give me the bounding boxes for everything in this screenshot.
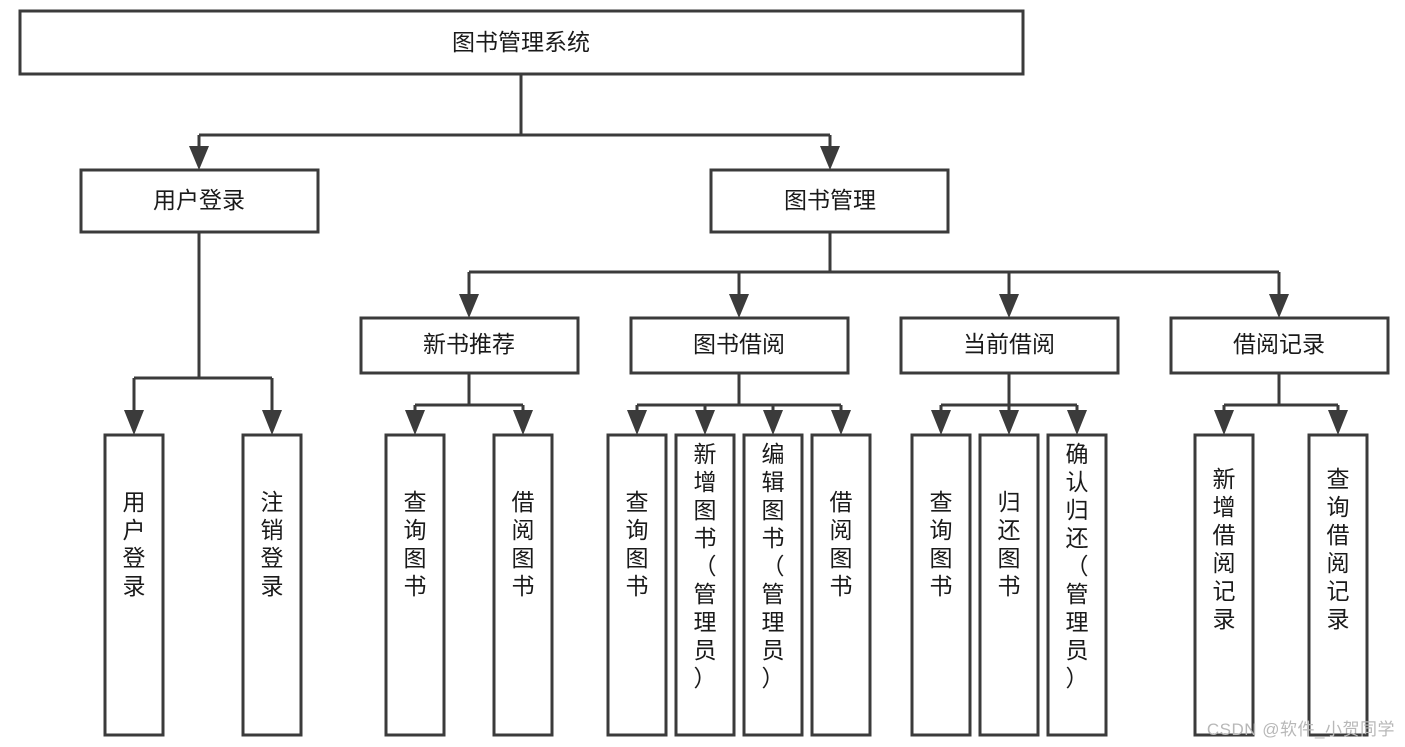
borrow-record-box[interactable] [1169, 316, 1390, 375]
arrow-to-leaf-8 [831, 410, 851, 435]
leaf-10-label: 归还图书 [998, 489, 1021, 599]
node-new-book-rec[interactable]: 新书推荐 [359, 316, 580, 375]
leaf-11-box[interactable] [1046, 433, 1108, 737]
leaf-4-label: 借阅图书 [512, 489, 535, 599]
arrow-to-leaf-5 [627, 410, 647, 435]
node-book-borrow[interactable]: 图书借阅 [629, 316, 850, 375]
csdn-watermark: CSDN @软件_小贺同学 [1206, 720, 1395, 739]
new-book-rec-label: 新书推荐 [423, 331, 515, 357]
new-book-rec-box[interactable] [359, 316, 580, 375]
node-leaf-3[interactable]: 查询图书 [384, 433, 446, 737]
arrow-to-leaf-1 [124, 410, 144, 435]
node-user-login[interactable]: 用户登录 [79, 168, 320, 234]
leaf-1-box[interactable] [103, 433, 165, 737]
arrow-to-leaf-12 [1214, 410, 1234, 435]
leaf-8-box[interactable] [810, 433, 872, 737]
user-login-box[interactable] [79, 168, 320, 234]
book-borrow-box[interactable] [629, 316, 850, 375]
current-borrow-label: 当前借阅 [963, 331, 1055, 357]
arrow-to-user-login [189, 146, 209, 170]
current-borrow-box[interactable] [899, 316, 1120, 375]
leaf-7-label: 编辑图书（管理员） [762, 441, 785, 691]
node-leaf-10[interactable]: 归还图书 [978, 433, 1040, 737]
node-borrow-record[interactable]: 借阅记录 [1169, 316, 1390, 375]
node-root[interactable]: 图书管理系统 [18, 9, 1025, 76]
connector-layer [124, 74, 1348, 435]
leaf-6-box[interactable] [674, 433, 736, 737]
node-leaf-8[interactable]: 借阅图书 [810, 433, 872, 737]
node-leaf-5[interactable]: 查询图书 [606, 433, 668, 737]
node-leaf-4[interactable]: 借阅图书 [492, 433, 554, 737]
leaf-5-box[interactable] [606, 433, 668, 737]
leaf-3-box[interactable] [384, 433, 446, 737]
node-leaf-2[interactable]: 注销登录 [241, 433, 303, 737]
arrow-to-new-book-rec [459, 294, 479, 318]
leaf-12-box[interactable] [1193, 433, 1255, 737]
node-leaf-6[interactable]: 新增图书（管理员） [674, 433, 736, 737]
node-leaf-1[interactable]: 用户登录 [103, 433, 165, 737]
root-label: 图书管理系统 [452, 29, 590, 55]
borrow-record-label: 借阅记录 [1233, 331, 1325, 357]
leaf-10-box[interactable] [978, 433, 1040, 737]
leaf-4-box[interactable] [492, 433, 554, 737]
leaf-13-label: 查询借阅记录 [1327, 466, 1350, 632]
node-leaf-11[interactable]: 确认归还（管理员） [1046, 433, 1108, 737]
arrow-to-book-borrow [729, 294, 749, 318]
arrow-to-leaf-13 [1328, 410, 1348, 435]
root-box[interactable] [18, 9, 1025, 76]
book-manage-box[interactable] [709, 168, 950, 234]
arrow-to-leaf-3 [405, 410, 425, 435]
leaf-11-label: 确认归还（管理员） [1066, 441, 1089, 691]
node-leaf-7[interactable]: 编辑图书（管理员） [742, 433, 804, 737]
leaf-13-box[interactable] [1307, 433, 1369, 737]
leaf-2-box[interactable] [241, 433, 303, 737]
node-leaf-12[interactable]: 新增借阅记录 [1193, 433, 1255, 737]
arrow-to-book-manage [820, 146, 840, 170]
arrow-to-current-borrow [999, 294, 1019, 318]
leaf-2-label: 注销登录 [261, 489, 284, 599]
book-manage-label: 图书管理 [784, 187, 876, 213]
node-book-manage[interactable]: 图书管理 [709, 168, 950, 234]
node-current-borrow[interactable]: 当前借阅 [899, 316, 1120, 375]
leaf-12-label: 新增借阅记录 [1213, 466, 1236, 632]
leaf-9-label: 查询图书 [930, 489, 953, 599]
arrow-to-leaf-9 [931, 410, 951, 435]
user-login-label: 用户登录 [153, 187, 245, 213]
arrow-to-borrow-record [1269, 294, 1289, 318]
node-leaf-13[interactable]: 查询借阅记录 [1307, 433, 1369, 737]
leaf-3-label: 查询图书 [404, 489, 427, 599]
leaf-9-box[interactable] [910, 433, 972, 737]
node-leaf-9[interactable]: 查询图书 [910, 433, 972, 737]
arrow-to-leaf-2 [262, 410, 282, 435]
arrow-to-leaf-7 [763, 410, 783, 435]
leaf-6-label: 新增图书（管理员） [694, 441, 717, 691]
arrow-to-leaf-10 [999, 410, 1019, 435]
book-borrow-label: 图书借阅 [693, 331, 785, 357]
arrow-to-leaf-4 [513, 410, 533, 435]
leaf-7-box[interactable] [742, 433, 804, 737]
leaf-1-label: 用户登录 [123, 489, 146, 599]
arrow-to-leaf-11 [1067, 410, 1087, 435]
leaf-8-label: 借阅图书 [830, 489, 853, 599]
arrow-to-leaf-6 [695, 410, 715, 435]
leaf-5-label: 查询图书 [626, 489, 649, 599]
